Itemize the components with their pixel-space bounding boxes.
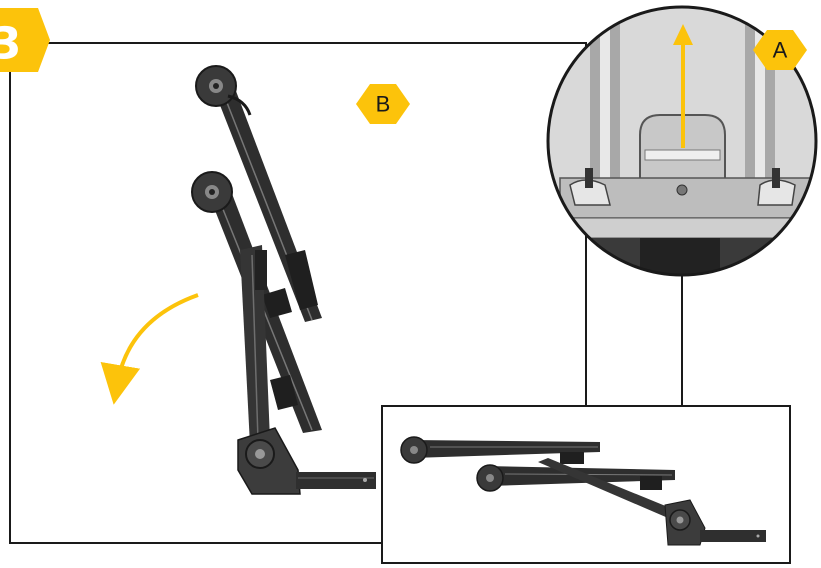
inset-upper-arm [400, 436, 600, 464]
folding-frame-drawing [191, 65, 376, 495]
main-frame [9, 42, 587, 544]
callout-a: A [753, 30, 807, 70]
inset-base-hinge [664, 499, 766, 546]
lift-up-arrow-icon [673, 24, 693, 148]
vertical-support [240, 245, 270, 445]
rotate-down-arrow-icon [100, 293, 199, 405]
callout-b-label: B [376, 92, 391, 117]
inset-diagonal-support [538, 458, 690, 524]
callout-a-label: A [773, 38, 788, 63]
step-number: 3 [0, 19, 21, 70]
folded-state-inset [381, 405, 791, 564]
base-hinge [237, 427, 376, 495]
upper-arm [195, 65, 322, 322]
step-number-badge: 3 [0, 8, 50, 72]
callout-b: B [356, 84, 410, 124]
